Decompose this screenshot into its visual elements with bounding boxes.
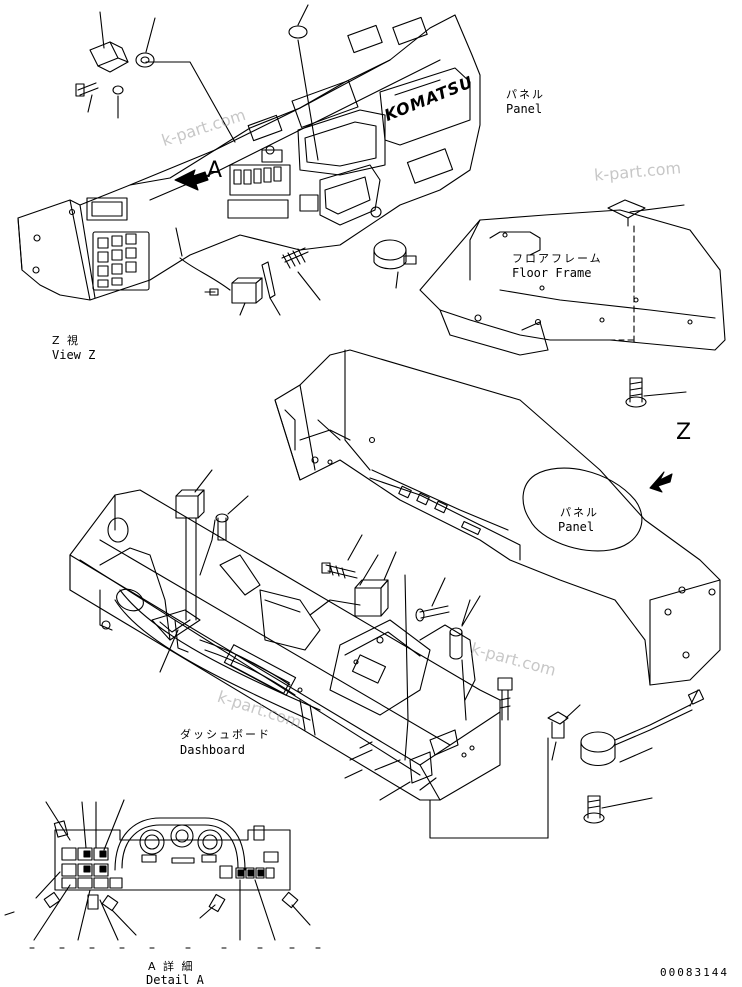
floor-frame-label-jp: フロアフレーム: [512, 252, 603, 265]
detail-a-view: [4, 799, 321, 949]
panel2-label-en: Panel: [558, 520, 595, 534]
instrument-panel-view-z: [17, 4, 481, 316]
panel-label-en: Panel: [506, 102, 543, 116]
floor-frame-label-en: Floor Frame: [512, 266, 592, 280]
floor-frame-assembly: [419, 199, 726, 408]
dashboard-label-jp: ダッシュボード: [180, 728, 271, 741]
panel2-label-jp: パネル: [560, 506, 599, 519]
detail-a-label-jp: A 詳 細: [148, 960, 195, 973]
detail-a-label-en: Detail A: [146, 973, 204, 987]
arrow-a-label: A: [207, 158, 223, 183]
view-z-label-jp: Z 視: [52, 334, 81, 347]
document-number: 00083144: [660, 966, 729, 979]
panel-cover: [274, 349, 721, 686]
dashboard-label-en: Dashboard: [180, 743, 246, 757]
view-z-label-en: View Z: [52, 348, 96, 362]
arrow-z-label: Z: [676, 420, 692, 445]
panel-label-jp: パネル: [506, 88, 545, 101]
dashboard-frame: [69, 469, 513, 801]
buzzer-assembly: [429, 689, 705, 839]
